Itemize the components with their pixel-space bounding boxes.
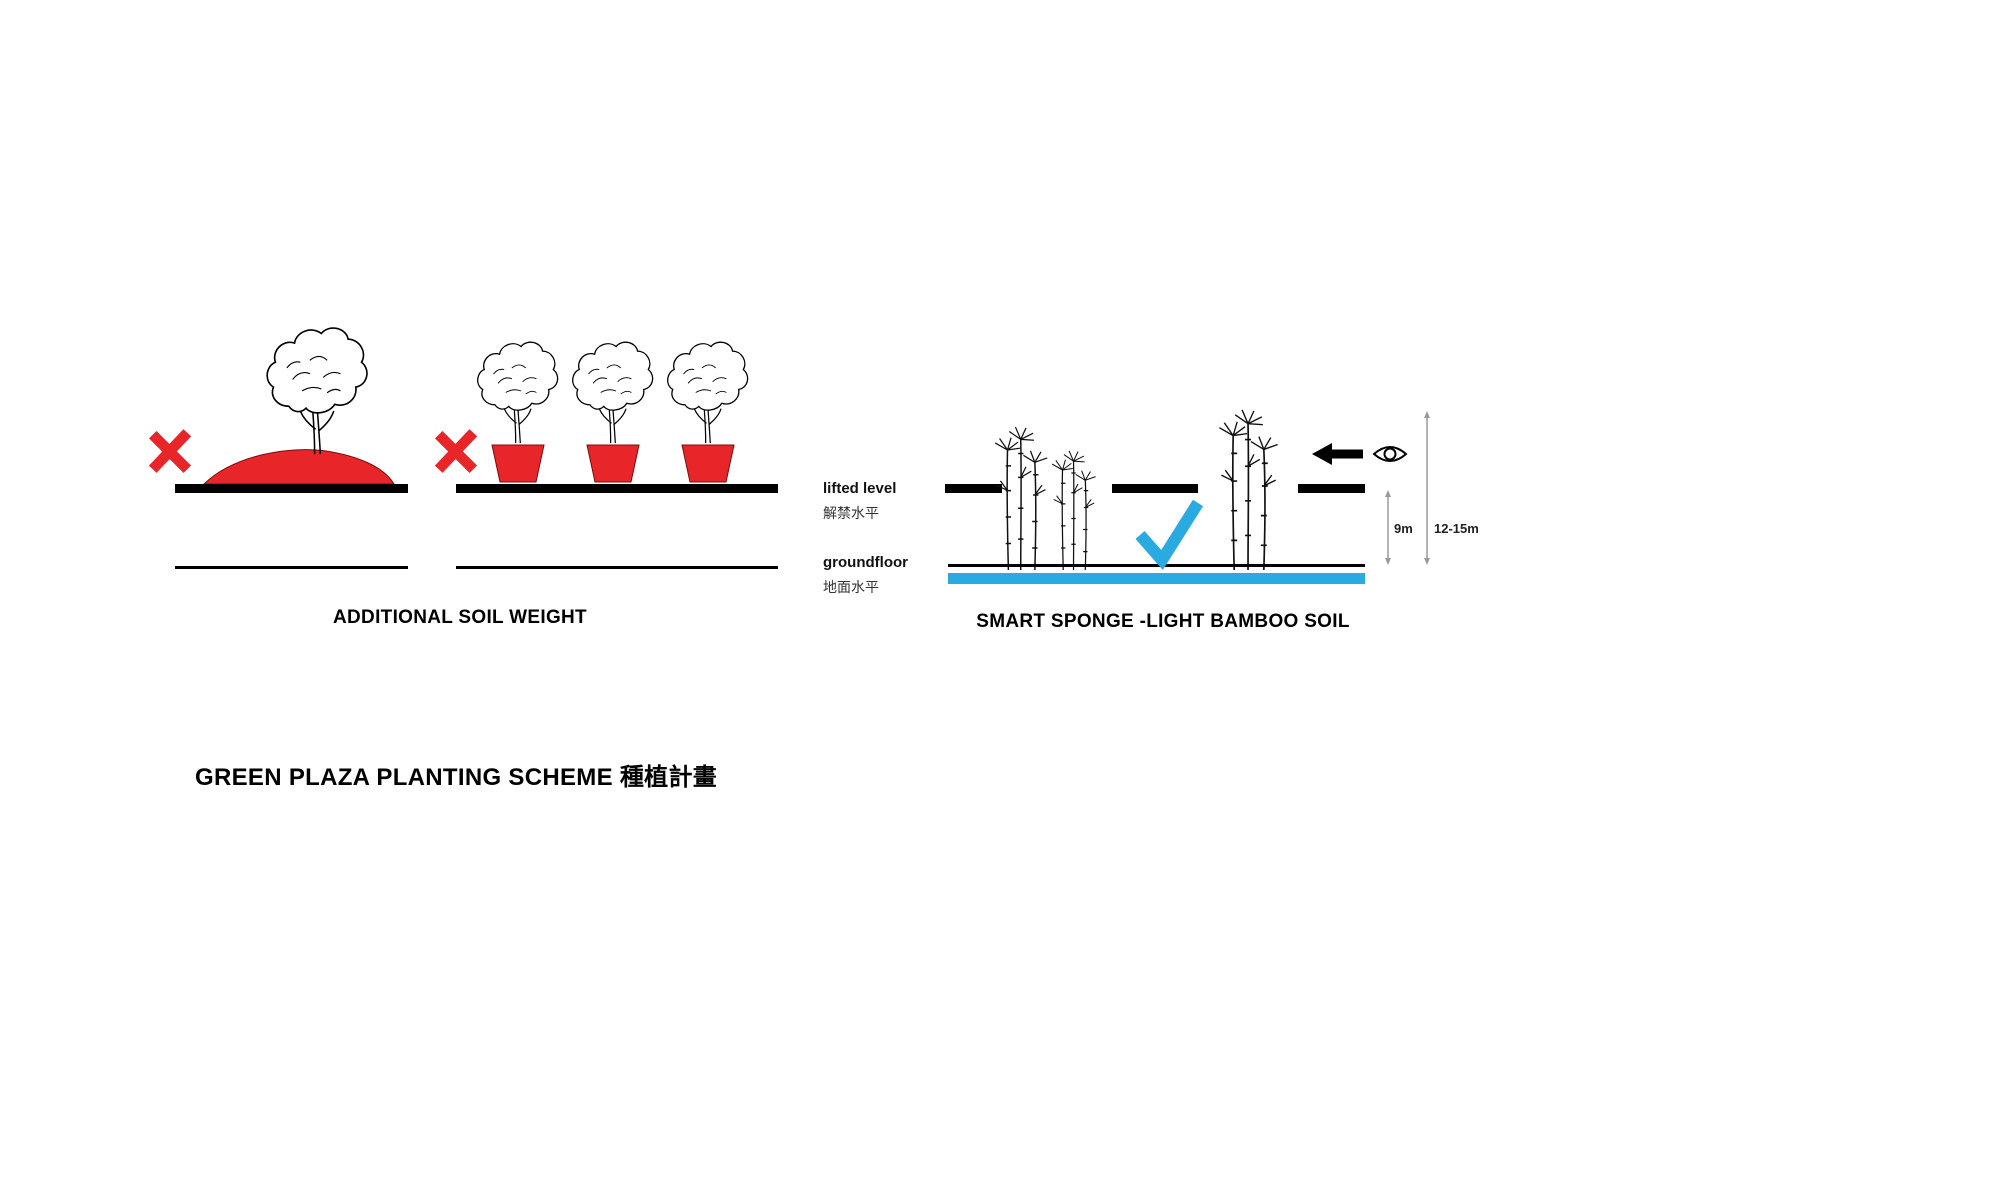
page-title: GREEN PLAZA PLANTING SCHEME 種植計畫 [195, 764, 718, 791]
tree-sketch [572, 341, 654, 444]
dim-label-9m: 9m [1394, 521, 1413, 536]
bamboo-cluster [994, 426, 1049, 570]
bamboo-scene [945, 408, 1430, 584]
groundfloor-label-zh: 地面水平 [823, 579, 879, 595]
lifted-level-label-zh: 解禁水平 [823, 505, 879, 521]
tree-sketch [477, 341, 559, 444]
ground-line [948, 564, 1365, 567]
tree-sketch [667, 341, 749, 444]
checkmark-icon [1135, 499, 1204, 570]
x-mark-icon [439, 433, 474, 469]
groundfloor-label: groundfloor [823, 554, 908, 571]
ground-line [175, 566, 408, 569]
plant-pot [491, 444, 545, 483]
potted-trees-scene [439, 341, 778, 569]
smart-sponge-layer [948, 573, 1365, 584]
lifted-level-segment [1298, 484, 1365, 493]
plant-pot [681, 444, 735, 483]
soil-mound [202, 449, 395, 485]
lifted-level-line [175, 484, 408, 493]
dimension-line-12-15m [1424, 411, 1430, 565]
dim-label-12-15m: 12-15m [1434, 521, 1479, 536]
right-diagram-caption: SMART SPONGE -LIGHT BAMBOO SOIL [976, 611, 1350, 632]
plant-pot [586, 444, 640, 483]
left-diagram-caption: ADDITIONAL SOIL WEIGHT [333, 607, 587, 628]
lifted-level-segment [945, 484, 1002, 493]
bamboo-cluster [1218, 408, 1279, 570]
ground-line [456, 566, 778, 569]
bamboo-cluster [1051, 450, 1097, 570]
lifted-level-label: lifted level [823, 480, 897, 497]
x-mark-icon [153, 433, 188, 469]
eye-icon [1372, 446, 1408, 462]
arrow-left-icon [1312, 443, 1363, 465]
lifted-level-line [456, 484, 778, 493]
dimension-line-9m [1385, 490, 1391, 565]
tree-sketch [266, 327, 368, 455]
soil-mound-scene [153, 327, 408, 569]
lifted-level-segment [1112, 484, 1198, 493]
